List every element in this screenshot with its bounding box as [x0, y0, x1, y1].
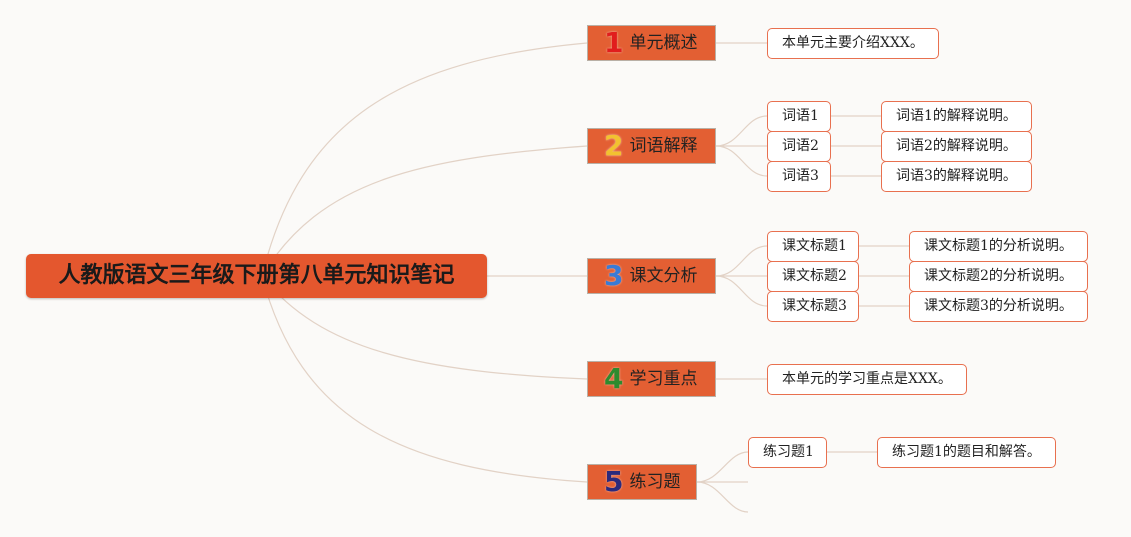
- link-b3-c3: [715, 275, 768, 307]
- leaf-word-1-detail[interactable]: 词语1的解释说明。: [881, 101, 1032, 132]
- leaf-exercise-1[interactable]: 练习题1: [748, 437, 827, 468]
- branch-node-1[interactable]: 1 单元概述: [587, 25, 716, 61]
- link-root-b5: [261, 275, 588, 483]
- leaf-word-2-detail[interactable]: 词语2的解释说明。: [881, 131, 1032, 162]
- branch-node-5[interactable]: 5 练习题: [587, 464, 697, 500]
- leaf-word-3[interactable]: 词语3: [767, 161, 831, 192]
- root-node[interactable]: 人教版语文三年级下册第八单元知识笔记: [26, 254, 487, 298]
- link-b2-c3: [715, 145, 768, 177]
- leaf-text-3[interactable]: 课文标题3: [767, 291, 859, 322]
- branch-label-2: 词语解释: [629, 136, 698, 156]
- leaf-text-1[interactable]: 课文标题1: [767, 231, 859, 262]
- link-root-b1: [261, 42, 588, 277]
- link-b5-stub2: [696, 481, 749, 513]
- link-root-b4: [261, 275, 588, 380]
- leaf-overview[interactable]: 本单元主要介绍XXX。: [767, 28, 939, 59]
- branch-label-1: 单元概述: [629, 33, 698, 53]
- leaf-key-points[interactable]: 本单元的学习重点是XXX。: [767, 364, 967, 395]
- leaf-text-3-detail[interactable]: 课文标题3的分析说明。: [909, 291, 1088, 322]
- leaf-exercise-1-detail[interactable]: 练习题1的题目和解答。: [877, 437, 1056, 468]
- link-b5-c1: [696, 451, 749, 483]
- branch-label-4: 学习重点: [629, 369, 698, 389]
- branch-number-1: 1: [604, 26, 624, 59]
- branch-node-2[interactable]: 2 词语解释: [587, 128, 716, 164]
- branch-number-5: 5: [604, 465, 624, 498]
- link-root-b2: [261, 145, 588, 277]
- branch-label-3: 课文分析: [629, 266, 698, 286]
- leaf-text-2-detail[interactable]: 课文标题2的分析说明。: [909, 261, 1088, 292]
- leaf-word-3-detail[interactable]: 词语3的解释说明。: [881, 161, 1032, 192]
- leaf-word-2[interactable]: 词语2: [767, 131, 831, 162]
- link-b2-c1: [715, 115, 768, 147]
- branch-number-2: 2: [604, 129, 624, 162]
- leaf-text-2[interactable]: 课文标题2: [767, 261, 859, 292]
- branch-label-5: 练习题: [629, 472, 681, 492]
- branch-number-3: 3: [604, 259, 624, 292]
- branch-node-4[interactable]: 4 学习重点: [587, 361, 716, 397]
- branch-number-4: 4: [604, 362, 624, 395]
- leaf-word-1[interactable]: 词语1: [767, 101, 831, 132]
- leaf-text-1-detail[interactable]: 课文标题1的分析说明。: [909, 231, 1088, 262]
- link-b3-c1: [715, 245, 768, 277]
- branch-node-3[interactable]: 3 课文分析: [587, 258, 716, 294]
